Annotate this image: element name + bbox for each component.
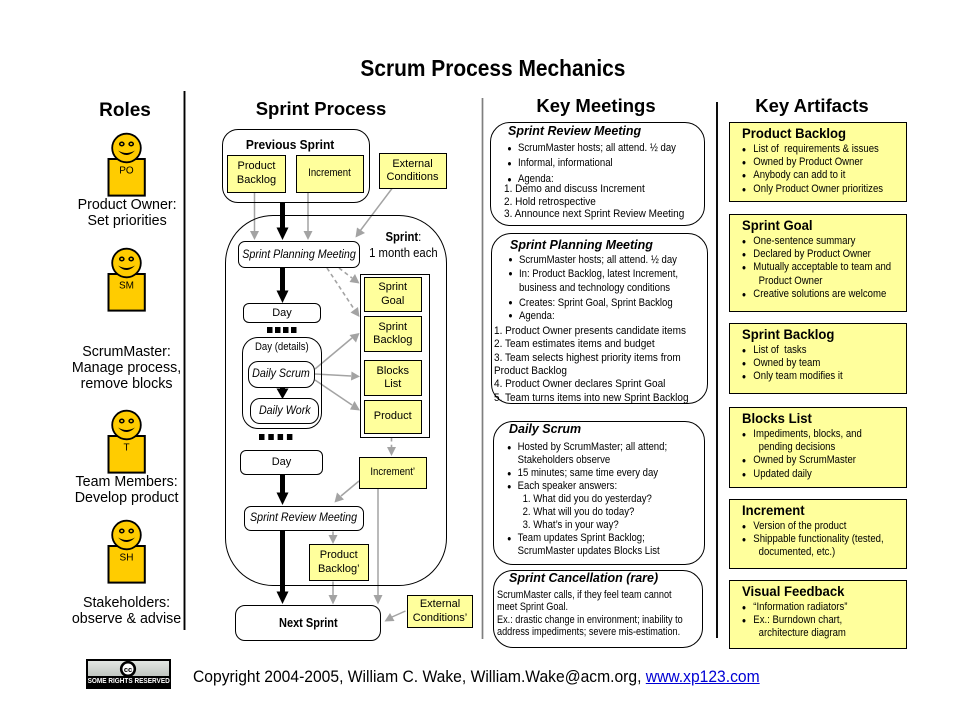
- svg-text:SH: SH: [120, 553, 134, 564]
- svg-text:PO: PO: [119, 166, 134, 177]
- svg-text:T: T: [123, 443, 129, 454]
- svg-text:SM: SM: [119, 281, 134, 292]
